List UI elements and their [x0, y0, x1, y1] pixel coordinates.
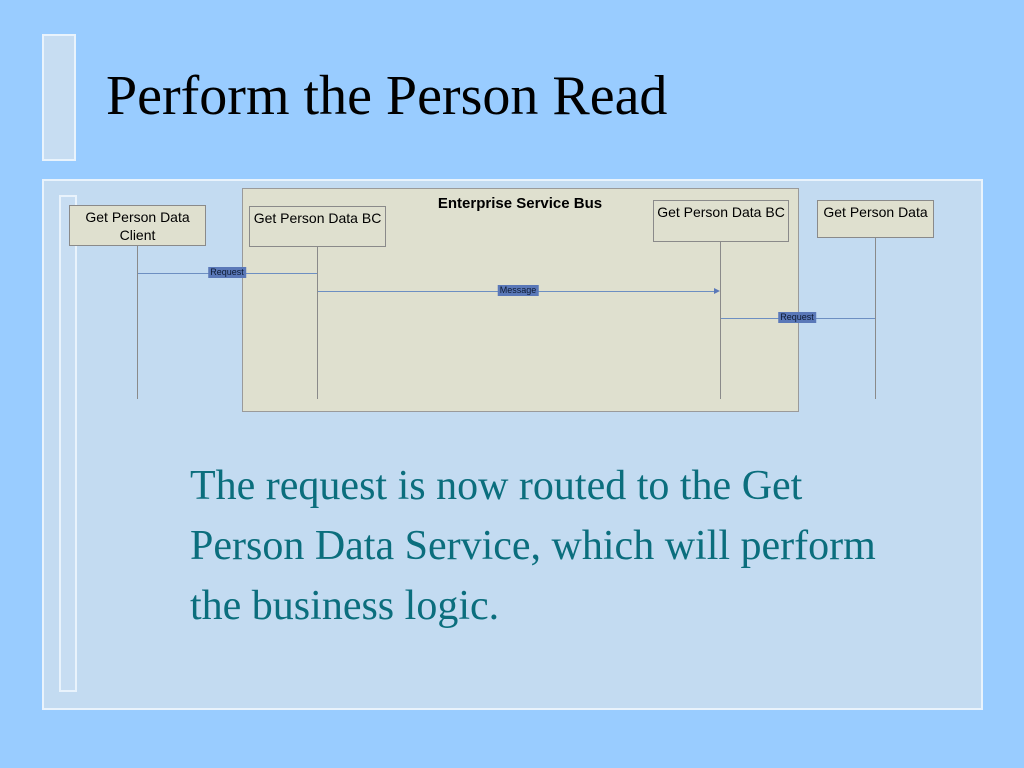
- lifeline-client: [137, 246, 138, 399]
- lifeline-bc-left: [317, 247, 318, 399]
- decorative-bar-left: [59, 195, 77, 692]
- slide-title: Perform the Person Read: [106, 65, 668, 127]
- message-label-request-1: Request: [208, 267, 246, 278]
- actor-service-box: Get Person Data: [817, 200, 934, 238]
- slide-caption: The request is now routed to the Get Per…: [190, 463, 876, 629]
- lifeline-bc-right: [720, 242, 721, 399]
- message-label-message: Message: [497, 285, 539, 296]
- actor-bc-right-box: Get Person Data BC: [653, 200, 789, 242]
- arrowhead-icon: [714, 288, 720, 294]
- decorative-bar-top: [42, 34, 76, 161]
- message-label-request-2: Request: [778, 312, 816, 323]
- actor-bc-left-box: Get Person Data BC: [249, 206, 386, 247]
- esb-label: Enterprise Service Bus: [437, 195, 603, 212]
- actor-client-box: Get Person Data Client: [69, 205, 206, 246]
- lifeline-service: [875, 238, 876, 399]
